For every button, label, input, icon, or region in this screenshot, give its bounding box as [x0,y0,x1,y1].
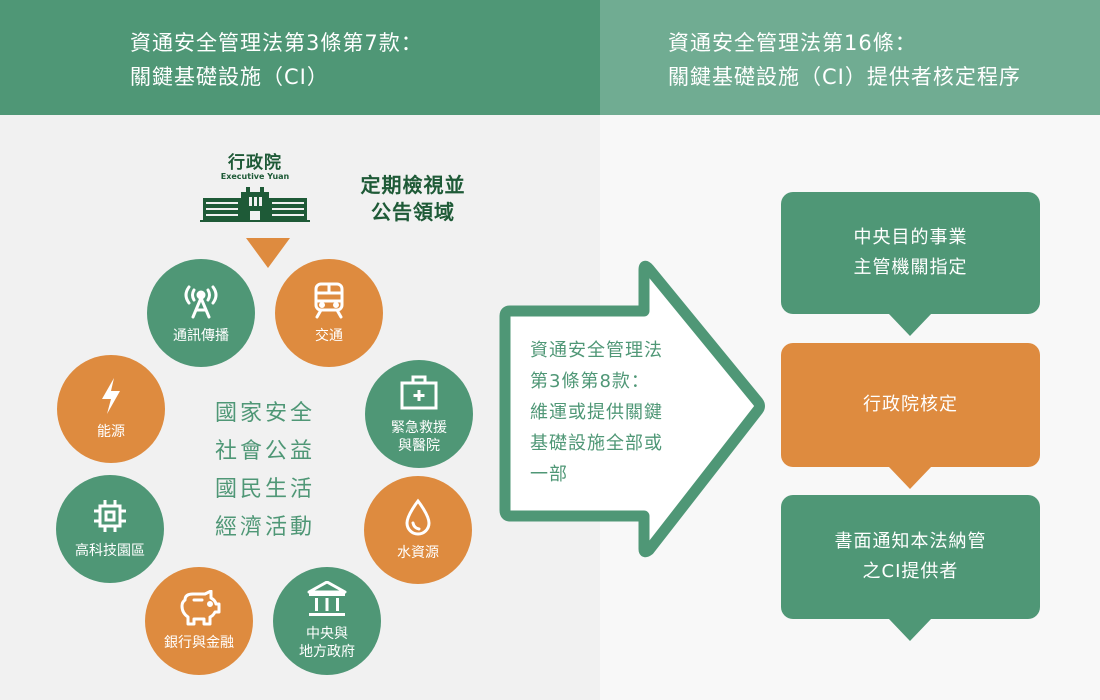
logo-title: 行政院 [228,153,282,173]
sector-energy: 能源 [57,355,165,463]
header-ci-definition: 資通安全管理法第3條第7款： 關鍵基礎設施（CI） [0,0,600,115]
logo-subtitle: Executive Yuan [220,172,290,181]
step-arrow-icon [888,313,932,336]
down-arrow-icon [246,238,290,268]
building-icon [200,187,310,222]
arrow-line-1: 資通安全管理法 [530,340,663,361]
sector-label: 水資源 [397,545,439,561]
review-line2: 公告領域 [371,200,455,224]
review-line1: 定期檢視並 [360,173,466,197]
value-national-security: 國家安全 [214,401,315,426]
step-3-line2: 之CI提供者 [862,561,959,582]
step-ministry-designation: 中央目的事業 主管機關指定 [781,192,1040,336]
sector-transport: 交通 [275,259,383,367]
sector-label-line1: 中央與 [306,626,348,642]
sector-label-line1: 緊急救援 [391,420,447,436]
water-drop-icon [405,498,431,536]
sector-label-line2: 與醫院 [398,438,440,454]
sector-label: 通訊傳播 [173,328,229,344]
piggy-bank-icon [180,590,221,626]
header-right-line1: 資通安全管理法第16條： [668,31,917,55]
value-economic-activity: 經濟活動 [214,515,315,540]
header-left-line1: 資通安全管理法第3條第7款： [130,31,423,55]
executive-yuan-logo: 行政院 Executive Yuan [200,148,310,228]
sector-label: 銀行與金融 [164,635,234,651]
sector-water: 水資源 [364,476,472,584]
step-1-line2: 主管機關指定 [853,257,968,278]
sector-government: 中央與 地方政府 [273,567,381,675]
value-public-welfare: 社會公益 [214,439,315,464]
step-2-line1: 行政院核定 [863,394,958,415]
lightning-icon [102,378,120,414]
sector-label: 能源 [97,424,125,440]
periodic-review-note: 定期檢視並 公告領域 [348,172,478,226]
arrow-line-4: 基礎設施全部或 [530,433,663,454]
arrow-line-3: 維運或提供關鍵 [530,402,663,423]
train-icon [314,282,344,319]
step-3-line1: 書面通知本法納管 [834,531,987,552]
sector-emergency-medical: 緊急救援 與醫院 [365,360,473,468]
header-right-line2: 關鍵基礎設施（CI）提供者核定程序 [668,65,1021,89]
value-citizen-life: 國民生活 [214,477,315,502]
sector-finance: 銀行與金融 [145,567,253,675]
chip-icon [94,500,126,532]
header-left-line2: 關鍵基礎設施（CI） [130,65,329,89]
sector-tech-park: 高科技園區 [56,475,164,583]
step-written-notification: 書面通知本法納管 之CI提供者 [781,495,1040,641]
arrow-line-5: 一部 [530,464,568,485]
sector-label: 交通 [315,328,343,344]
antenna-icon [184,285,218,319]
header-ci-procedure: 資通安全管理法第16條： 關鍵基礎設施（CI）提供者核定程序 [600,0,1100,115]
step-executive-yuan-approval: 行政院核定 [781,343,1040,489]
step-arrow-icon [888,618,932,641]
government-building-icon [307,581,347,616]
national-interests: 國家安全 社會公益 國民生活 經濟活動 [210,395,320,547]
step-arrow-icon [888,466,932,489]
sector-telecom: 通訊傳播 [147,259,255,367]
step-1-line1: 中央目的事業 [853,227,968,248]
right-arrow-icon [499,260,765,558]
sector-label: 高科技園區 [75,543,145,559]
sector-label-line2: 地方政府 [299,644,355,660]
first-aid-kit-icon [400,375,438,410]
ci-provider-definition: 資通安全管理法 第3條第8款： 維運或提供關鍵 基礎設施全部或 一部 [530,335,710,490]
arrow-line-2: 第3條第8款： [530,371,650,392]
